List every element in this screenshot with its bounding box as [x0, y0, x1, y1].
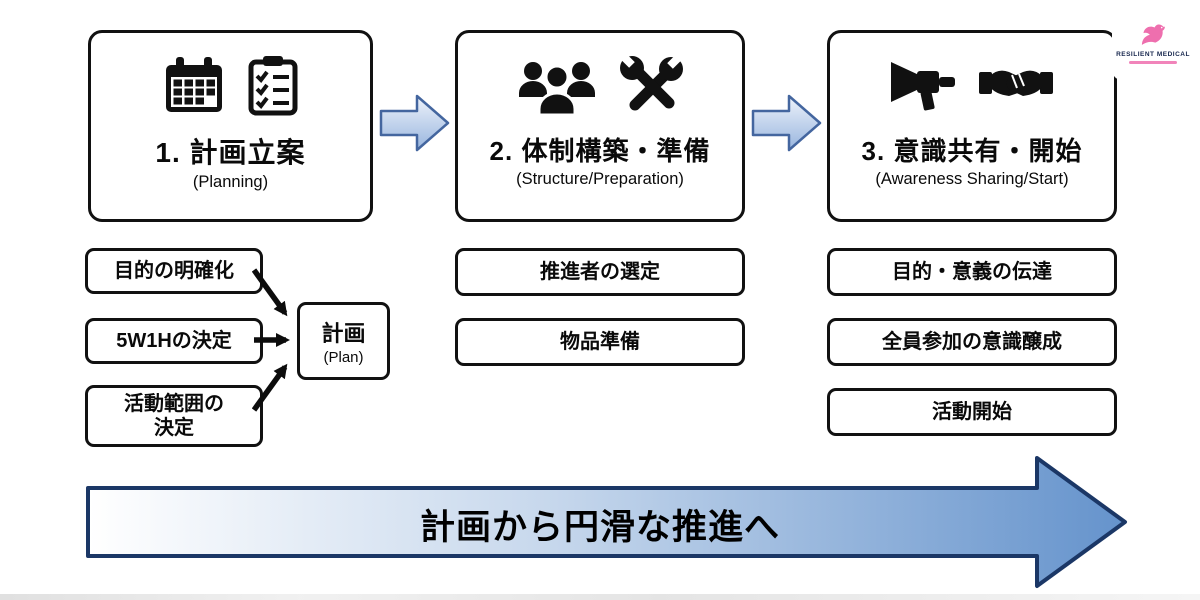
team-icon — [519, 62, 595, 115]
flow-arrow-2-icon — [751, 94, 822, 152]
crossed-wrenches-icon — [619, 55, 683, 111]
plan-box: 計画 (Plan) — [297, 302, 390, 380]
item-purpose-communication: 目的・意義の伝達 — [827, 248, 1117, 296]
item-scope-decision: 活動範囲の 決定 — [85, 385, 263, 447]
step-2-icons — [517, 45, 683, 127]
calendar-icon — [165, 57, 222, 112]
step-3-subtitle: (Awareness Sharing/Start) — [875, 170, 1069, 188]
logo: RESILIENT MEDICAL — [1112, 6, 1194, 80]
checklist-icon — [248, 56, 297, 116]
flow-arrow-1-icon — [379, 94, 450, 152]
item-participation-awareness: 全員参加の意識醸成 — [827, 318, 1117, 366]
step-2-box: 2. 体制構築・準備 (Structure/Preparation) — [455, 30, 745, 222]
step-3-icons — [891, 45, 1053, 127]
step-1-subtitle: (Planning) — [192, 173, 269, 191]
step-2-title: 2. 体制構築・準備 — [489, 136, 711, 166]
handshake-icon — [979, 70, 1053, 96]
megaphone-icon — [891, 62, 955, 111]
item-activity-start: 活動開始 — [827, 388, 1117, 436]
step-1-title: 1. 計画立案 — [155, 137, 306, 168]
plan-subtitle: (Plan) — [323, 349, 364, 366]
bird-logo-icon — [1141, 24, 1165, 46]
bottom-edge-smudge — [0, 594, 1200, 600]
logo-brand-text: RESILIENT MEDICAL — [1116, 51, 1190, 58]
logo-tagline-mark — [1129, 61, 1177, 64]
plan-title: 計画 — [321, 321, 366, 346]
item-purpose-clarification: 目的の明確化 — [85, 248, 263, 294]
banner-label: 計画から円滑な推進へ — [419, 508, 780, 547]
item-goods-preparation: 物品準備 — [455, 318, 745, 366]
step-2-subtitle: (Structure/Preparation) — [516, 170, 684, 188]
step-3-title: 3. 意識共有・開始 — [861, 136, 1083, 166]
step-3-box: 3. 意識共有・開始 (Awareness Sharing/Start) — [827, 30, 1117, 222]
step-1-icons — [163, 45, 299, 127]
process-banner-arrow — [86, 456, 1127, 588]
step-1-box: 1. 計画立案 (Planning) — [88, 30, 373, 222]
converging-arrows-icon — [252, 268, 290, 412]
item-5w1h-decision: 5W1Hの決定 — [85, 318, 263, 364]
item-promoter-selection: 推進者の選定 — [455, 248, 745, 296]
